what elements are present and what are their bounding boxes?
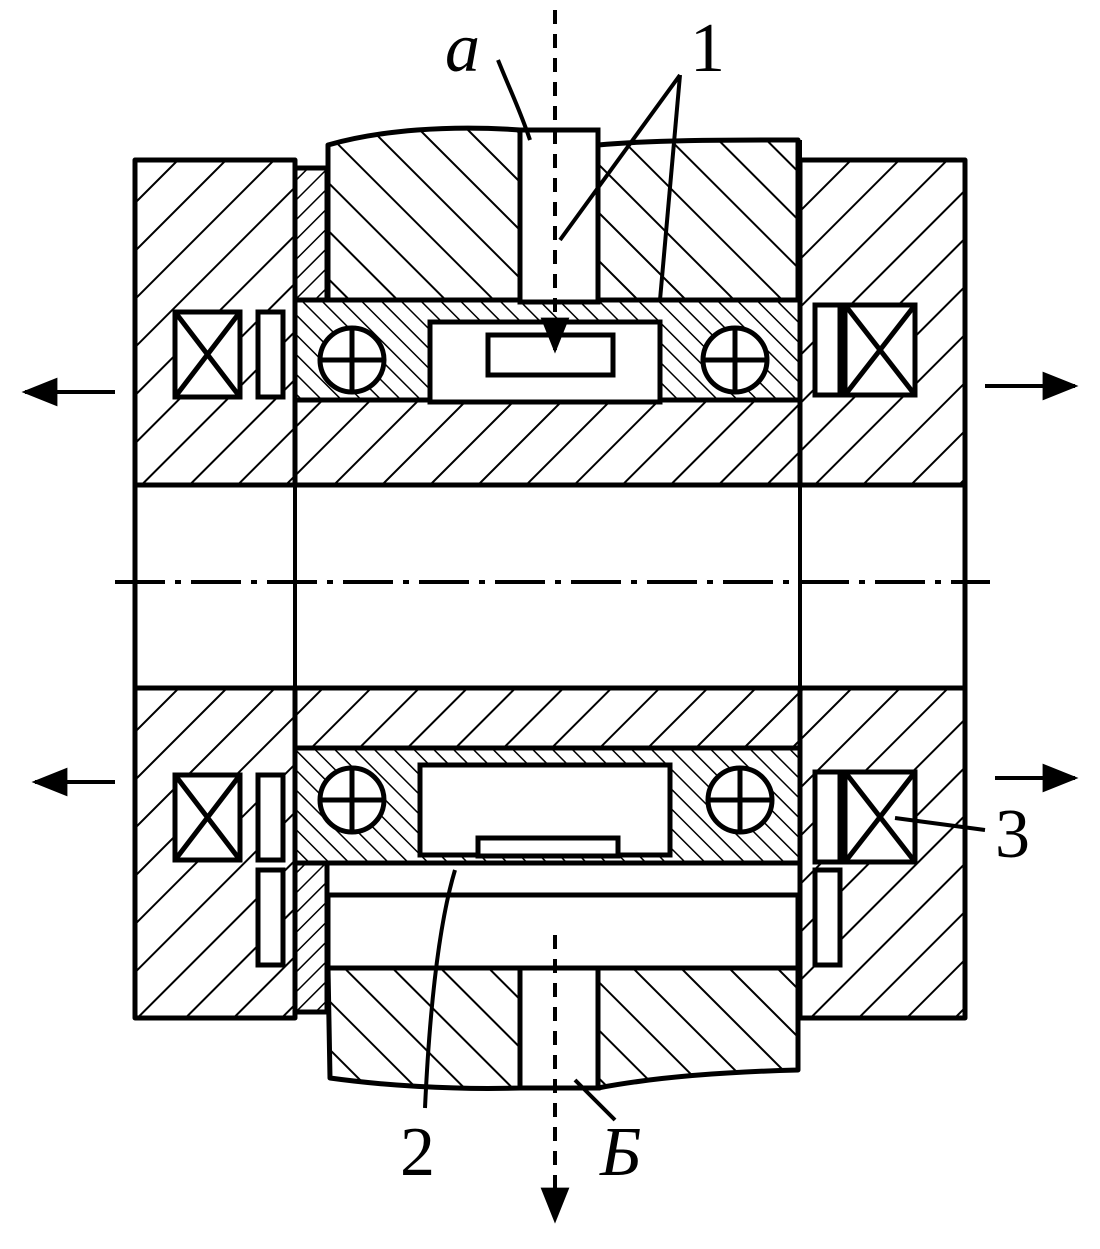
spacer-lower-right (812, 769, 843, 865)
leader-a (496, 59, 532, 141)
upper-slot-inner (485, 332, 616, 378)
leader-1-right (658, 74, 682, 301)
lower-channel (325, 892, 801, 971)
top-rotor-right (595, 137, 801, 303)
upper-shaft-sleeve (292, 397, 803, 488)
label-a: a (445, 10, 480, 87)
label-1: 1 (690, 10, 725, 87)
lower-oil-channel (517, 965, 601, 1091)
upper-oil-channel (517, 127, 601, 305)
spacer-upper-right (812, 302, 843, 398)
shaft-bore (132, 482, 968, 691)
spacer-lower-right-2 (812, 867, 843, 968)
leader-3 (894, 816, 986, 832)
spacer-lower-left (255, 772, 286, 863)
leader-b (573, 1078, 617, 1122)
label-b: Б (600, 1114, 642, 1191)
label-3: 3 (995, 796, 1030, 873)
top-rotor (325, 125, 523, 303)
left-sleeve-lower (292, 859, 330, 1015)
leader-1-left (558, 73, 682, 242)
ball-bearings (317, 325, 775, 835)
lower-shaft-sleeve (292, 685, 803, 751)
bottom-rotor-left (325, 965, 523, 1091)
lower-slot-inner (475, 835, 621, 859)
leader-2 (423, 869, 457, 1109)
spacer-lower-left-2 (255, 867, 286, 968)
bottom-rotor-right (595, 965, 801, 1091)
label-2: 2 (400, 1114, 435, 1191)
spacer-upper-left (255, 309, 286, 400)
left-sleeve-upper (292, 165, 330, 306)
